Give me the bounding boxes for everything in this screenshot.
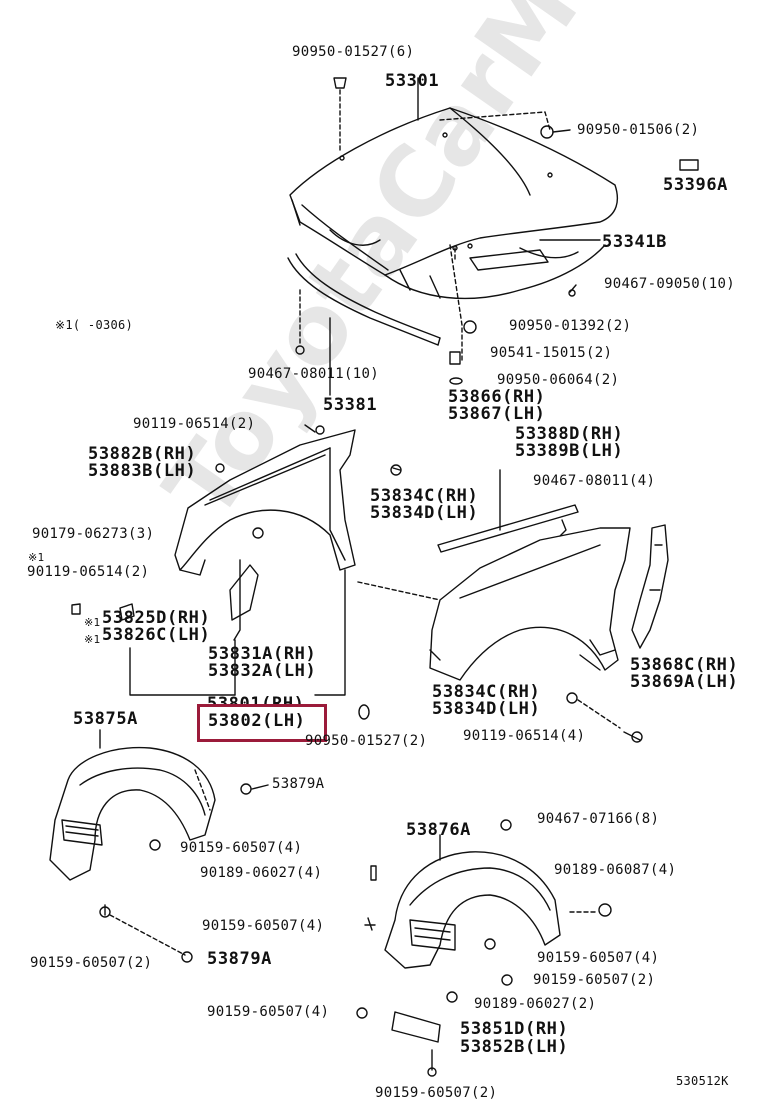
label-90467-09050-10: 90467-09050(10)	[604, 276, 735, 292]
label-90950-01527-6: 90950-01527(6)	[292, 44, 415, 60]
label-90541-15015-2: 90541-15015(2)	[490, 345, 613, 361]
fender-liner-lh	[49, 746, 216, 881]
note-mark-2: ※1	[84, 616, 101, 629]
label-90159-60507-4-a: 90159-60507(4)	[180, 840, 303, 856]
highlight-box[interactable]: 53802(LH)	[197, 704, 327, 742]
label-90159-60507-2-b: 90159-60507(2)	[533, 972, 656, 988]
label-53802-lh[interactable]: 53802(LH)	[208, 711, 306, 731]
label-53869a-lh: 53869A(LH)	[630, 672, 739, 692]
label-53875a: 53875A	[73, 709, 139, 729]
label-53396a: 53396A	[663, 175, 729, 195]
label-90159-60507-4-d: 90159-60507(4)	[207, 1004, 330, 1020]
label-53381: 53381	[323, 395, 378, 415]
note-applicability: ※1( -0306)	[55, 318, 134, 332]
label-53301: 53301	[385, 71, 440, 91]
note-mark-3: ※1	[84, 633, 101, 646]
catalog-code: 530512K	[676, 1074, 729, 1088]
label-90159-60507-4-b: 90159-60507(4)	[202, 918, 325, 934]
label-90467-08011-10: 90467-08011(10)	[248, 366, 379, 382]
label-53832a-lh: 53832A(LH)	[208, 661, 317, 681]
label-53389b-lh: 53389B(LH)	[515, 441, 624, 461]
label-53876a: 53876A	[406, 820, 472, 840]
label-53834d-lh-b: 53834D(LH)	[432, 699, 541, 719]
fender-lh	[174, 429, 356, 576]
label-90159-60507-2-c: 90159-60507(2)	[375, 1085, 498, 1101]
label-90467-07166-8: 90467-07166(8)	[537, 811, 660, 827]
label-53883b-lh: 53883B(LH)	[88, 461, 197, 481]
label-90950-01527-2: 90950-01527(2)	[305, 733, 428, 749]
label-90179-06273-3: 90179-06273(3)	[32, 526, 155, 542]
label-53852b-lh: 53852B(LH)	[460, 1037, 569, 1057]
label-90189-06027-2: 90189-06027(2)	[474, 996, 597, 1012]
label-90119-06514-2-left: 90119-06514(2)	[27, 564, 150, 580]
label-53388d-rh: 53388D(RH)	[515, 424, 624, 444]
fender-rh	[429, 527, 631, 681]
label-90189-06087-4: 90189-06087(4)	[554, 862, 677, 878]
label-53825d-rh: 53825D(RH)	[102, 608, 211, 628]
label-53851d-rh: 53851D(RH)	[460, 1019, 569, 1039]
hood-seal	[287, 253, 441, 346]
note-mark-1: ※1	[28, 551, 45, 564]
label-53868c-rh: 53868C(RH)	[630, 655, 739, 675]
label-53834d-lh-a: 53834D(LH)	[370, 503, 479, 523]
label-90950-01506-2: 90950-01506(2)	[577, 122, 700, 138]
label-90950-01392-2: 90950-01392(2)	[509, 318, 632, 334]
label-90189-06027-4: 90189-06027(4)	[200, 865, 323, 881]
label-53879a-bottom: 53879A	[207, 949, 273, 969]
label-53879a-top: 53879A	[272, 776, 325, 792]
hood-leaders	[299, 89, 551, 361]
label-90950-06064-2: 90950-06064(2)	[497, 372, 620, 388]
label-53834c-rh-a: 53834C(RH)	[370, 486, 479, 506]
label-53831a-rh: 53831A(RH)	[208, 644, 317, 664]
label-90159-60507-4-c: 90159-60507(4)	[537, 950, 660, 966]
label-53826c-lh: 53826C(LH)	[102, 625, 211, 645]
fender-liner-rh	[384, 851, 561, 969]
label-90119-06514-2-top: 90119-06514(2)	[133, 416, 256, 432]
label-90159-60507-2-a: 90159-60507(2)	[30, 955, 153, 971]
label-90467-08011-4: 90467-08011(4)	[533, 473, 656, 489]
label-53341b: 53341B	[602, 232, 668, 252]
label-90119-06514-4: 90119-06514(4)	[463, 728, 586, 744]
label-53834c-rh-b: 53834C(RH)	[432, 682, 541, 702]
label-53866-rh: 53866(RH)	[448, 387, 546, 407]
label-53867-lh: 53867(LH)	[448, 404, 546, 424]
label-53882b-rh: 53882B(RH)	[88, 444, 197, 464]
